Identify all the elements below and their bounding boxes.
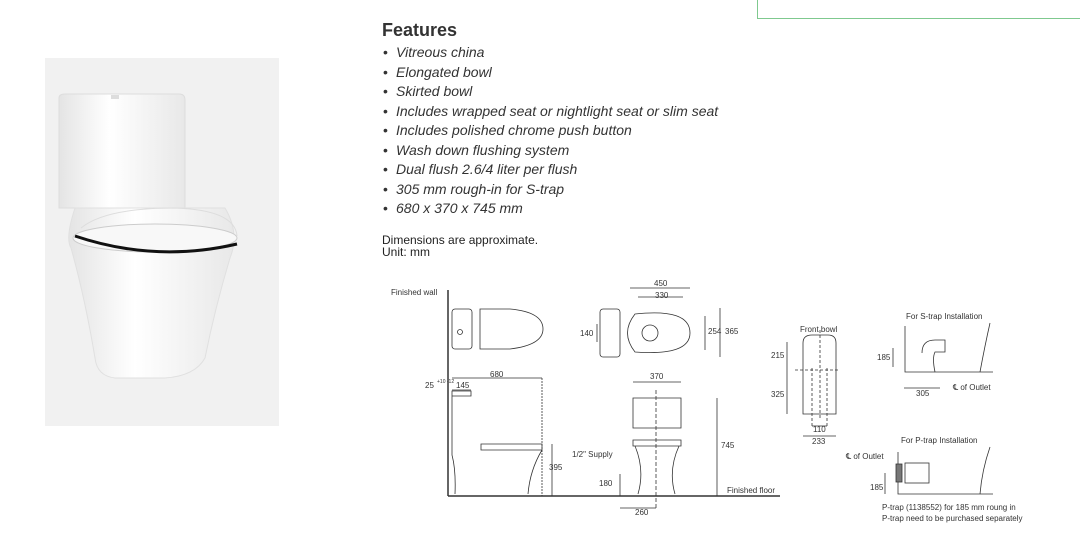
dim-25: 25 xyxy=(425,381,434,390)
dim-254: 254 xyxy=(708,327,722,336)
label-finished-floor: Finished floor xyxy=(727,486,775,495)
plan-tank xyxy=(451,308,473,350)
note-unit: Unit: mm xyxy=(382,245,430,259)
dim-215: 215 xyxy=(771,351,785,360)
features-title: Features xyxy=(382,20,458,40)
front-bowl-label: Front bowl xyxy=(800,325,838,334)
dim-25-tolerance: +10 -12 xyxy=(437,379,454,385)
dim-395: 395 xyxy=(549,463,563,472)
feature-item: Skirted bowl xyxy=(383,82,718,102)
dim-365: 365 xyxy=(725,327,739,336)
feature-item: 305 mm rough-in for S-trap xyxy=(383,180,718,200)
dim-325: 325 xyxy=(771,390,785,399)
feature-item: Dual flush 2.6/4 liter per flush xyxy=(383,160,718,180)
features-section: Features Vitreous china Elongated bowl S… xyxy=(382,20,718,219)
dim-370: 370 xyxy=(650,372,664,381)
ptrap-dim-185: 185 xyxy=(870,483,884,492)
green-frame xyxy=(757,0,1080,19)
dim-330: 330 xyxy=(655,291,669,300)
ptrap-outlet-label: ℄ of Outlet xyxy=(845,452,884,461)
dim-260: 260 xyxy=(635,508,649,517)
ptrap-note-2: P-trap need to be purchased separately xyxy=(882,514,1023,523)
dim-110: 110 xyxy=(813,425,826,434)
supply-label: 1/2" Supply xyxy=(572,450,613,459)
feature-item: Includes polished chrome push button xyxy=(383,121,718,141)
feature-item: Includes wrapped seat or nightlight seat… xyxy=(383,102,718,122)
dim-680-label: 680 xyxy=(490,370,504,379)
dim-745: 745 xyxy=(721,441,735,450)
strap-dim-185: 185 xyxy=(877,353,891,362)
ptrap-note-1: P-trap (1138552) for 185 mm roung in xyxy=(882,503,1016,512)
strap-outlet-label: ℄ of Outlet xyxy=(952,383,991,392)
dimensions-note: Dimensions are approximate. Unit: mm xyxy=(382,234,538,258)
features-list: Vitreous china Elongated bowl Skirted bo… xyxy=(382,43,718,219)
note-approx: Dimensions are approximate. xyxy=(382,233,539,247)
dim-233: 233 xyxy=(812,437,826,446)
strap-dim-305: 305 xyxy=(916,389,930,398)
dim-450: 450 xyxy=(654,279,668,288)
feature-item: Vitreous china xyxy=(383,43,718,63)
side-view xyxy=(451,390,543,495)
toilet-image xyxy=(58,93,238,379)
strap-title: For S-trap Installation xyxy=(906,312,982,321)
feature-item: 680 x 370 x 745 mm xyxy=(383,199,718,219)
button-icon xyxy=(457,329,463,335)
dim-140: 140 xyxy=(580,329,594,338)
plan-seat xyxy=(479,308,544,350)
ptrap-title: For P-trap Installation xyxy=(901,436,977,445)
feature-item: Elongated bowl xyxy=(383,63,718,83)
dim-145: 145 xyxy=(456,381,470,390)
dim-180: 180 xyxy=(599,479,613,488)
product-photo xyxy=(45,58,279,426)
label-finished-wall: Finished wall xyxy=(391,288,437,297)
feature-item: Wash down flushing system xyxy=(383,141,718,161)
